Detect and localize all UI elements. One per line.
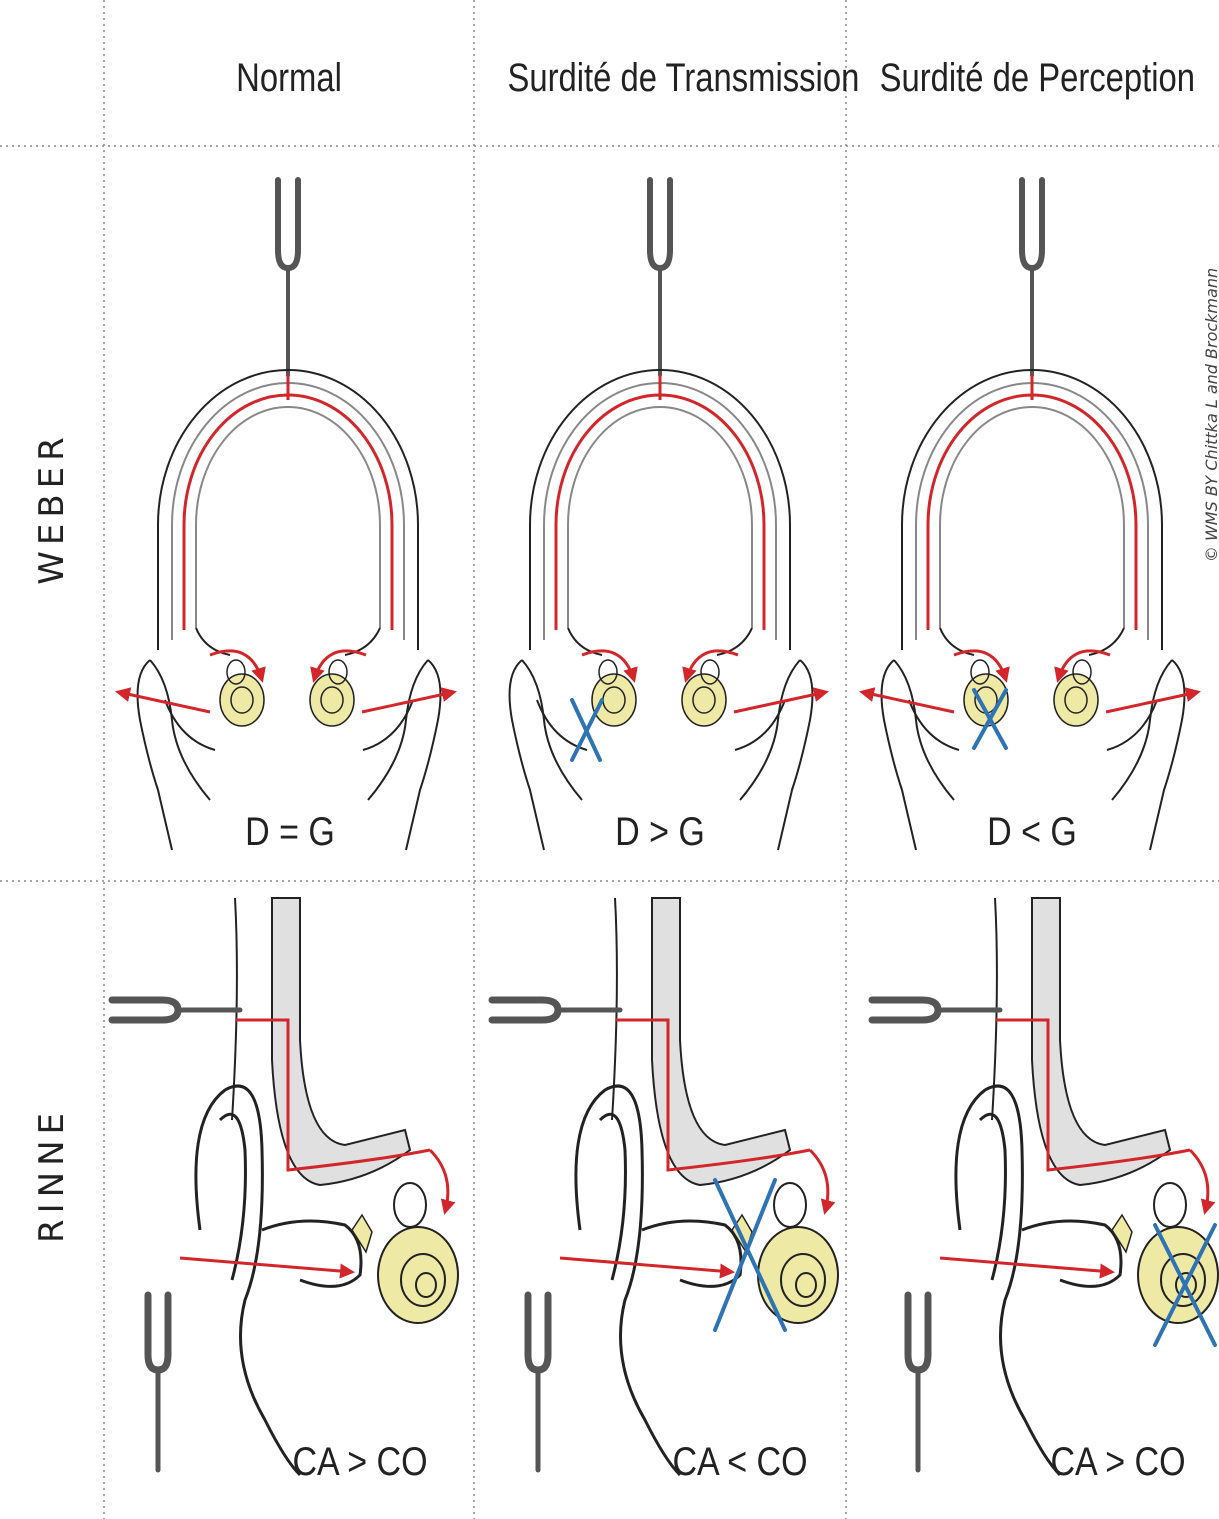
outer-ear-right [363, 660, 440, 850]
weber-result-perception: D < G [964, 810, 1100, 855]
mastoid-bone [652, 898, 790, 1185]
row-header-rinne: RINNE [32, 1095, 72, 1255]
rinne-panel-normal [112, 898, 458, 1475]
tuning-fork-horizontal-icon [492, 1000, 620, 1020]
ossicles-icon [1112, 1215, 1132, 1252]
ossicles-icon [352, 1215, 372, 1252]
sound-arrows [118, 651, 454, 712]
row-header-weber: WEBER [32, 428, 72, 588]
rinne-panel-perception [872, 898, 1218, 1475]
rinne-panel-transmission [492, 898, 838, 1475]
weber-panel-perception [862, 180, 1198, 850]
column-header-perception: Surdité de Perception [880, 48, 1186, 108]
copyright-credit: © WMS BY Chittka L and Brockmann [1202, 265, 1219, 565]
weber-panel-normal [118, 180, 454, 850]
tuning-fork-vertical-icon [908, 1295, 928, 1470]
tuning-fork-horizontal-icon [872, 1000, 1000, 1020]
tuning-fork-icon [1022, 180, 1042, 375]
outer-ear-left [138, 660, 215, 850]
rinne-result-normal: CA > CO [284, 1440, 437, 1485]
skull-arch [530, 370, 790, 655]
skull-arch [902, 370, 1162, 655]
tuning-fork-icon [650, 180, 670, 375]
mastoid-bone [272, 898, 410, 1185]
column-header-transmission: Surdité de Transmission [507, 48, 812, 108]
rinne-result-transmission: CA < CO [664, 1440, 817, 1485]
outer-ear-right [1107, 660, 1184, 850]
outer-ear-right [735, 660, 812, 850]
mastoid-bone [1032, 898, 1170, 1185]
outer-ear-left [882, 660, 959, 850]
skull-arch [158, 370, 418, 655]
weber-panel-transmission [510, 180, 826, 850]
column-header-normal: Normal [178, 48, 399, 108]
weber-result-normal: D = G [222, 810, 358, 855]
rinne-result-perception: CA > CO [1042, 1440, 1195, 1485]
weber-result-transmission: D > G [592, 810, 728, 855]
tuning-fork-horizontal-icon [112, 1000, 240, 1020]
tuning-fork-icon [278, 180, 298, 375]
tuning-fork-vertical-icon [528, 1295, 548, 1470]
tuning-fork-vertical-icon [148, 1295, 168, 1470]
sound-arrows [862, 651, 1198, 712]
lesion-cross-icon [572, 700, 602, 760]
